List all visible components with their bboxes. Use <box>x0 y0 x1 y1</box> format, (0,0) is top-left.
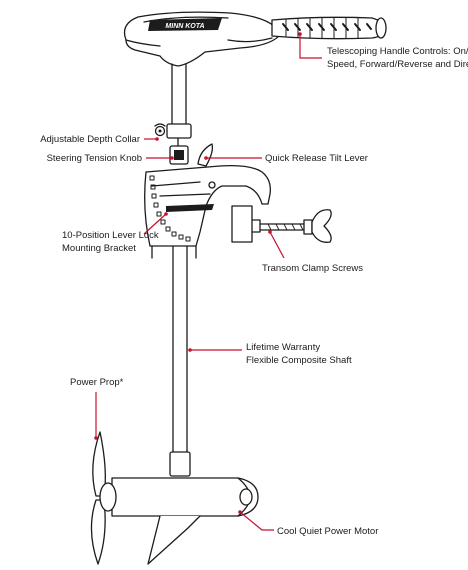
callout-dot-depth-collar <box>155 137 159 141</box>
callout-line-transom <box>269 231 285 259</box>
callout-line-handle <box>299 34 322 59</box>
label-transom-clamp-screws: Transom Clamp Screws <box>262 263 364 274</box>
label-tilt-lever: Quick Release Tilt Lever <box>265 153 368 164</box>
callout-line-motor <box>239 511 274 531</box>
label-depth-collar: Adjustable Depth Collar <box>40 134 140 145</box>
depth-collar <box>154 123 192 139</box>
transom-clamp-screw <box>259 209 332 243</box>
callout-dot-bracket <box>164 212 168 216</box>
upper-shaft <box>171 63 187 133</box>
label-mounting-bracket: 10-Position Lever Lock Mounting Bracket <box>62 230 159 254</box>
label-steering-tension-knob: Steering Tension Knob <box>46 153 142 164</box>
propeller <box>90 431 117 565</box>
mounting-bracket <box>144 164 271 259</box>
label-power-prop: Power Prop* <box>70 377 124 388</box>
callout-dot-prop <box>94 436 98 440</box>
callout-dot-tilt <box>204 156 208 160</box>
lower-unit-motor <box>111 451 259 565</box>
callout-dot-motor <box>238 510 242 514</box>
callout-dot-handle <box>298 32 302 36</box>
control-head: MINN KOTA <box>123 11 281 67</box>
composite-shaft <box>172 245 188 457</box>
label-power-motor: Cool Quiet Power Motor <box>277 526 379 537</box>
telescoping-handle <box>271 16 387 40</box>
callout-dot-steering <box>170 156 174 160</box>
label-composite-shaft: Lifetime Warranty Flexible Composite Sha… <box>246 342 352 366</box>
label-handle-controls: Telescoping Handle Controls: On/Off, Spe… <box>327 46 468 70</box>
tilt-lever <box>197 143 214 167</box>
callout-dot-shaft <box>188 348 192 352</box>
steering-knob <box>169 137 189 165</box>
callout-dot-transom <box>268 230 272 234</box>
brand-logo: MINN KOTA <box>165 23 204 30</box>
callout-line-bracket <box>143 213 167 235</box>
